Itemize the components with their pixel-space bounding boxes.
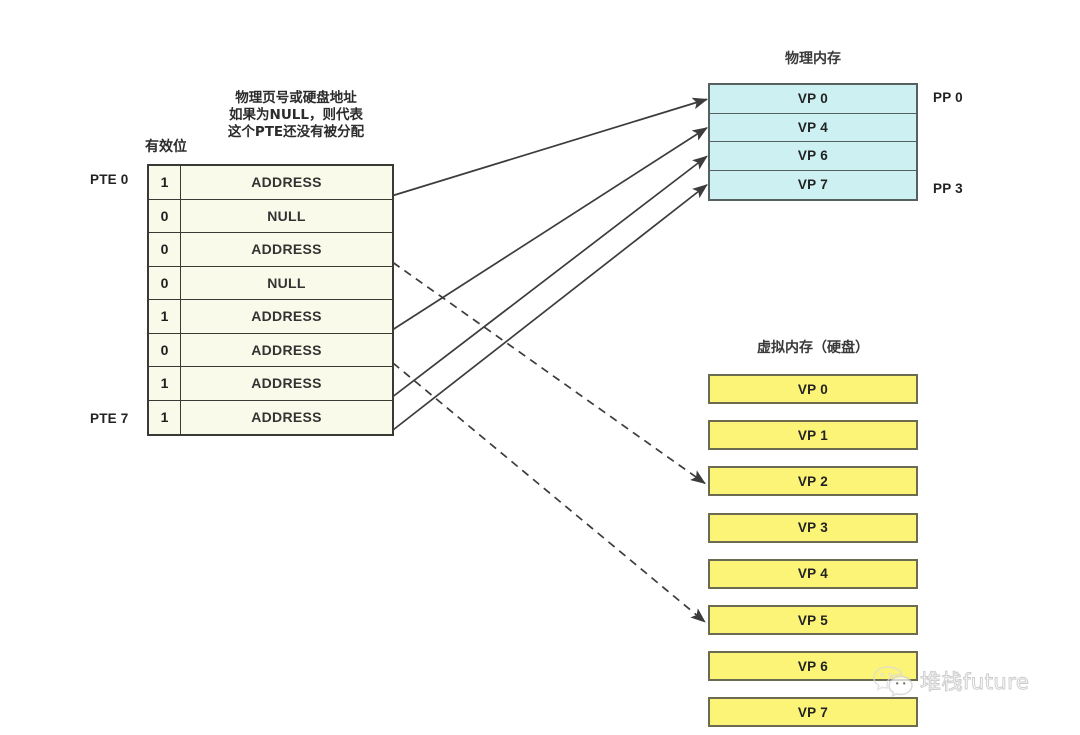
watermark: 堆栈future xyxy=(872,664,1029,698)
pte-valid-bit: 0 xyxy=(149,266,181,299)
physical-page-row: VP 6 xyxy=(710,142,916,171)
pte-address-value: ADDRESS xyxy=(181,166,392,199)
pte-address-value: ADDRESS xyxy=(181,400,392,434)
physical-page-first-label: PP 0 xyxy=(933,90,963,105)
arrow-pte-to-physical xyxy=(392,127,708,331)
valid-bit-label: 有效位 xyxy=(145,139,187,155)
arrow-pte-to-disk xyxy=(392,362,706,623)
pte-last-label: PTE 7 xyxy=(90,411,129,426)
physical-page-row: VP 4 xyxy=(710,113,916,142)
virtual-page-row: VP 4 xyxy=(708,558,918,589)
pte-address-value: NULL xyxy=(181,199,392,232)
pte-address-value: ADDRESS xyxy=(181,233,392,266)
pte-first-label: PTE 0 xyxy=(90,172,129,187)
pte-valid-bit: 0 xyxy=(149,333,181,366)
virtual-page-row: VP 1 xyxy=(708,420,918,451)
pte-address-value: ADDRESS xyxy=(181,333,392,366)
virtual-memory-title: 虚拟内存（硬盘） xyxy=(757,340,869,356)
pte-address-value: ADDRESS xyxy=(181,367,392,400)
virtual-page-row: VP 5 xyxy=(708,605,918,635)
pte-valid-bit: 0 xyxy=(149,233,181,266)
address-annotation-note: 物理页号或硬盘地址 如果为NULL，则代表 这个PTE还没有被分配 xyxy=(227,90,365,140)
pte-address-value: NULL xyxy=(181,266,392,299)
pte-valid-bit: 1 xyxy=(149,400,181,434)
virtual-page-row: VP 2 xyxy=(708,466,918,497)
arrow-pte-to-disk xyxy=(392,261,706,485)
virtual-page-row: VP 0 xyxy=(708,374,918,404)
watermark-text: 堆栈future xyxy=(920,670,1030,695)
pte-address-value: ADDRESS xyxy=(181,300,392,333)
arrow-pte-to-physical xyxy=(392,97,708,197)
virtual-page-row: VP 6 xyxy=(708,651,918,682)
virtual-page-row: VP 3 xyxy=(708,512,918,543)
pte-valid-bit: 1 xyxy=(149,367,181,400)
pte-valid-bit: 0 xyxy=(149,199,181,232)
physical-page-row: VP 7 xyxy=(710,170,916,199)
pte-valid-bit: 1 xyxy=(149,166,181,199)
wechat-icon xyxy=(873,666,913,698)
physical-memory-title: 物理内存 xyxy=(785,51,841,67)
virtual-page-row: VP 7 xyxy=(708,697,918,728)
physical-page-last-label: PP 3 xyxy=(933,181,963,196)
arrow-pte-to-physical xyxy=(392,155,708,398)
arrow-pte-to-physical xyxy=(392,184,708,431)
physical-page-row: VP 0 xyxy=(710,85,916,114)
pte-valid-bit: 1 xyxy=(149,300,181,333)
